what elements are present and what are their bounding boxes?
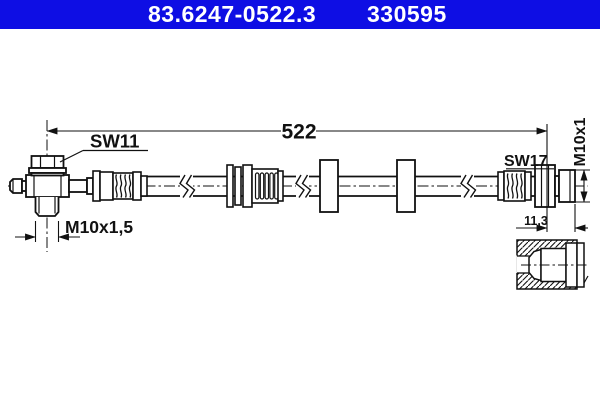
middle-union-fitting	[226, 164, 284, 208]
label-sw11: SW11	[59, 131, 148, 163]
right-neck	[68, 179, 88, 193]
mounting-clip-2	[396, 159, 416, 213]
end-threaded-fitting	[554, 169, 576, 203]
end-hex-nut	[534, 164, 556, 208]
m10x15-label: M10x1,5	[65, 217, 133, 237]
offset-label: 11,3	[524, 214, 548, 228]
cone-tip	[9, 178, 23, 194]
label-sw17: SW17	[504, 153, 554, 170]
dimension-11-3	[516, 204, 588, 232]
header-bar: 83.6247-0522.3 330595	[0, 0, 600, 29]
hose-break-1	[179, 174, 196, 198]
right-crimp-ferrule	[497, 170, 532, 202]
banjo-stud	[34, 197, 60, 217]
hose-break-2	[295, 174, 312, 198]
sw11-label: SW11	[90, 131, 139, 152]
left-crimp-ferrule	[92, 170, 148, 202]
dimension-522	[46, 124, 548, 232]
hose-break-3	[460, 174, 477, 198]
length-label: 522	[281, 121, 316, 144]
mounting-clip-1	[319, 159, 339, 213]
catalog-number: 330595	[367, 1, 447, 27]
banjo-bolt-hex	[28, 155, 67, 177]
m10x1-label: M10x1	[572, 117, 589, 166]
hose-breaks	[179, 174, 477, 198]
detail-section-view	[516, 239, 589, 290]
sw17-label: SW17	[504, 153, 548, 170]
dimension-m10x1	[560, 169, 590, 203]
step	[86, 177, 94, 195]
part-number: 83.6247-0522.3	[148, 1, 317, 27]
dimension-m10x15	[15, 221, 80, 242]
banjo-body	[25, 174, 70, 198]
left-banjo-fitting	[9, 155, 94, 217]
